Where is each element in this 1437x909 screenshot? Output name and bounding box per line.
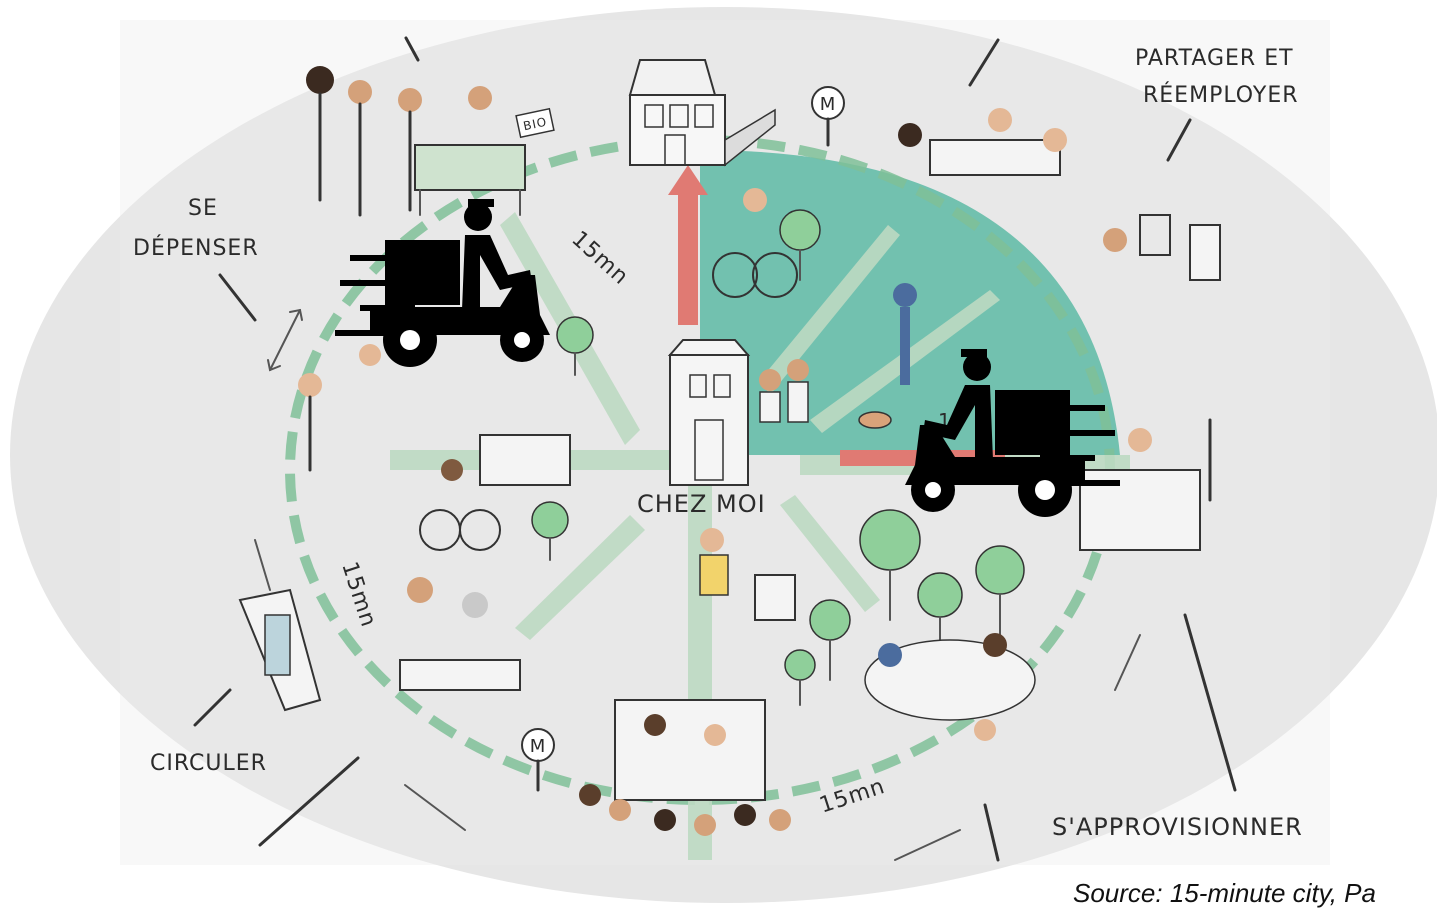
metro-sign-top-label: M xyxy=(820,94,837,115)
label-circuler: CIRCULER xyxy=(150,751,267,776)
home-building xyxy=(670,340,748,485)
label-partager: PARTAGER ET xyxy=(1135,46,1294,71)
label-se: SE xyxy=(188,196,218,221)
label-chez-moi: CHEZ MOI xyxy=(637,490,766,518)
label-reemployer: RÉEMPLOYER xyxy=(1143,82,1299,108)
source-caption: Source: 15-minute city, Pa xyxy=(1073,878,1376,909)
label-depenser: DÉPENSER xyxy=(133,235,259,261)
metro-sign-bottom-label: M xyxy=(530,736,547,757)
label-approvisionner: S'APPROVISIONNER xyxy=(1052,813,1303,841)
